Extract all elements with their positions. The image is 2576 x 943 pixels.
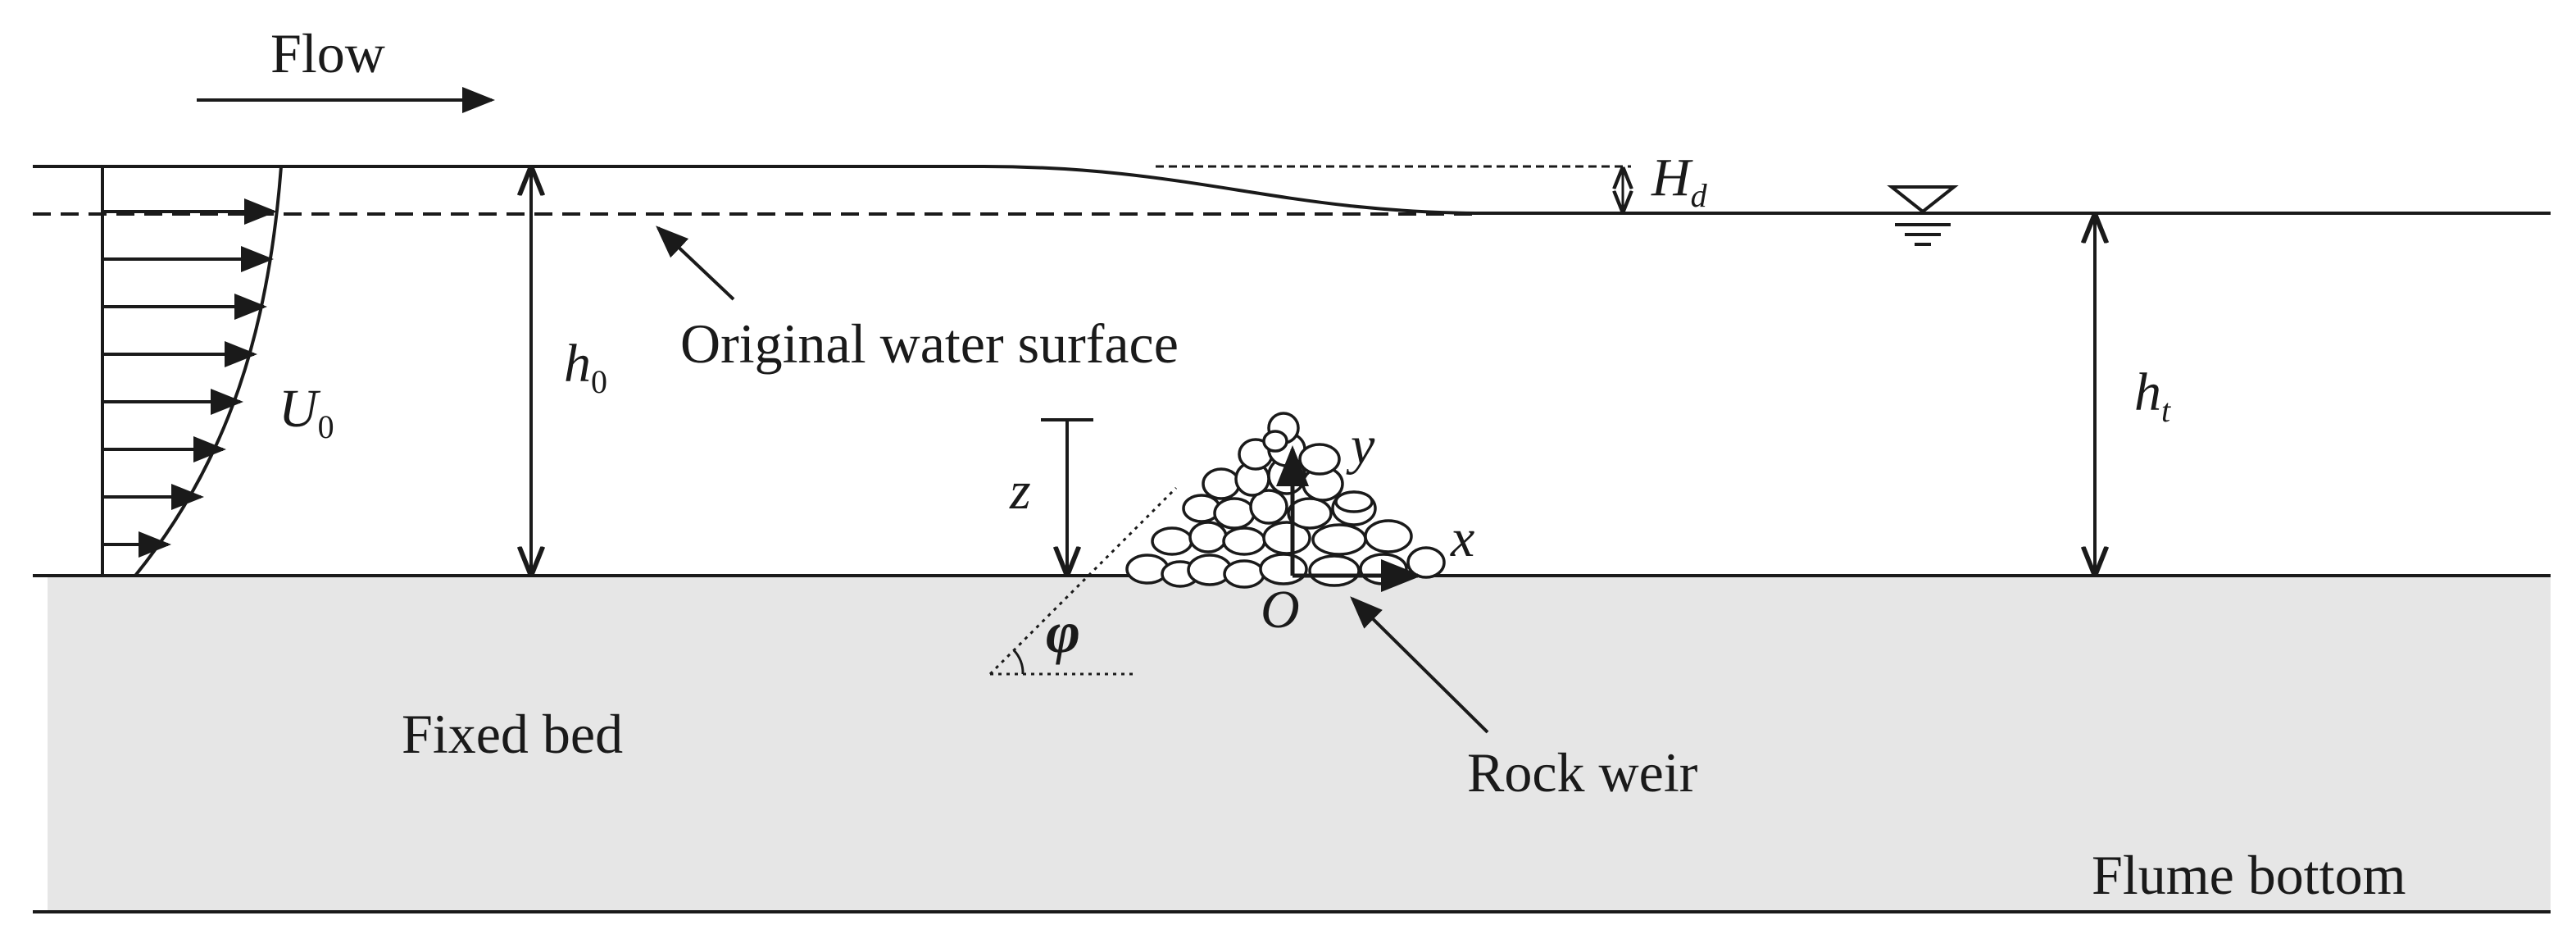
- raised-water-surface: [33, 165, 2551, 215]
- rock-weir: [1125, 412, 1446, 589]
- ht-label: ht: [2134, 362, 2171, 429]
- fixed-bed-region: [48, 576, 2551, 910]
- u0-label: U0: [279, 379, 334, 445]
- z-label: z: [1009, 461, 1031, 521]
- fixed-bed-label: Fixed bed: [402, 703, 623, 765]
- y-axis-label: y: [1346, 416, 1375, 476]
- slope-dotted-line: [988, 486, 1178, 676]
- phi-angle-arc: [1012, 649, 1024, 675]
- original-water-surface-label: Original water surface: [680, 312, 1179, 375]
- flume-bottom-label: Flume bottom: [2092, 844, 2406, 906]
- flow-label: Flow: [270, 22, 385, 84]
- velocity-profile: [101, 166, 283, 577]
- origin-label: O: [1261, 580, 1300, 640]
- hd-label: Hd: [1651, 148, 1708, 214]
- rock-weir-pointer: [1350, 596, 1489, 734]
- water-level-triangle-icon: [1887, 185, 1959, 246]
- x-axis-label: x: [1450, 508, 1474, 568]
- h0-label: h0: [564, 334, 607, 400]
- rock-weir-label: Rock weir: [1467, 741, 1698, 804]
- phi-label: φ: [1046, 599, 1080, 665]
- original-surface-pointer: [656, 226, 735, 301]
